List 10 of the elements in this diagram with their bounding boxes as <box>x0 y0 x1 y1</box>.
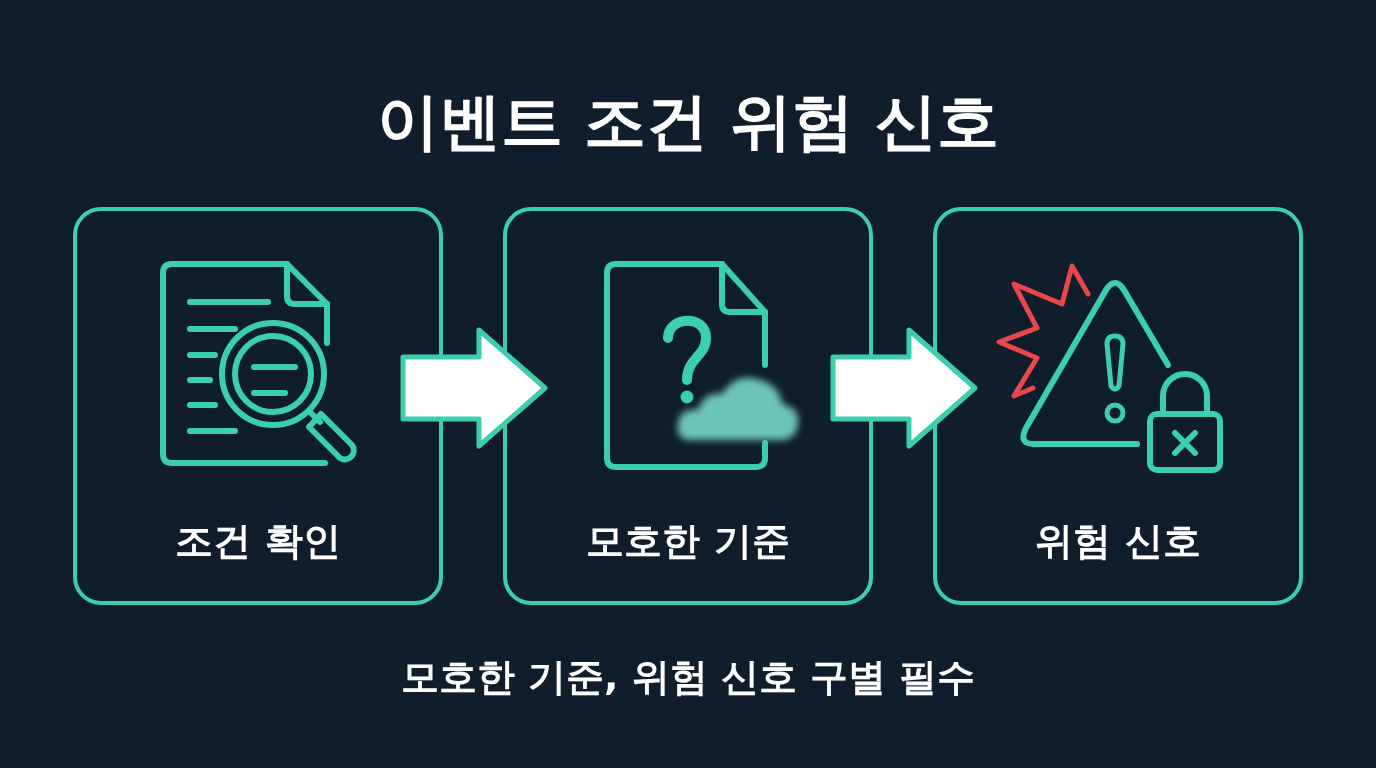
step-label: 위험 신호 <box>1035 518 1201 565</box>
step-label: 모호한 기준 <box>586 518 790 565</box>
step-label: 조건 확인 <box>175 518 341 565</box>
block-arrow <box>400 327 548 449</box>
title: 이벤트 조건 위험 신호 <box>376 84 1000 160</box>
caption: 모호한 기준, 위험 신호 구별 필수 <box>400 654 976 701</box>
block-arrow <box>830 327 978 449</box>
step-card <box>503 207 873 605</box>
step-card <box>933 207 1303 605</box>
step-card <box>73 207 443 605</box>
